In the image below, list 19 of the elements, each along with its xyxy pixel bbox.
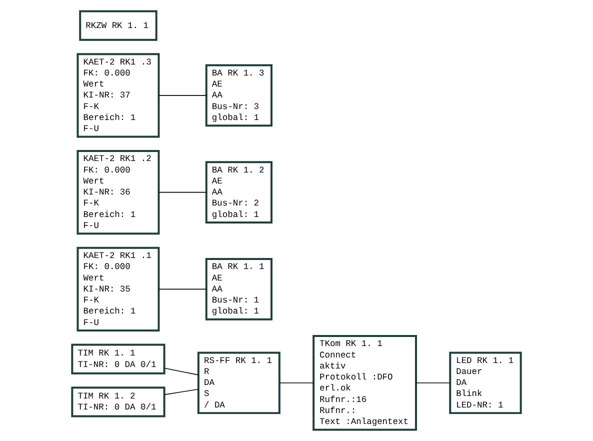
node-box: BA RK 1. 3 AE AA Bus-Nr: 3 global: 1 [205, 64, 272, 127]
node-box: LED RK 1. 1 Dauer DA Blink LED-NR: 1 [449, 352, 522, 414]
node-box: KAET-2 RK1 .2 FK: 0.000 Wert KI-NR: 36 F-K Bereich: 1 F-U [76, 150, 160, 235]
connector [164, 388, 199, 396]
node-box: RS-FF RK 1. 1 R DA S / DA [197, 352, 280, 414]
connector [158, 95, 207, 96]
connector [158, 192, 207, 193]
node-box: BA RK 1. 2 AE AA Bus-Nr: 2 global: 1 [205, 161, 272, 224]
node-box: KAET-2 RK1 .3 FK: 0.000 Wert KI-NR: 37 F-K Bereich: 1 F-U [76, 53, 160, 138]
node-box: KAET-2 RK1 .1 FK: 0.000 Wert KI-NR: 35 F-K Bereich: 1 F-U [76, 246, 160, 332]
node-box: TIM RK 1. 2 TI-NR: 0 DA 0/1 [71, 386, 166, 418]
connector [164, 368, 199, 376]
connector [158, 288, 207, 290]
connector [416, 382, 450, 384]
node-box: TKom RK 1. 1 Connect aktiv Protokoll :DFO erl.ok Rufnr.:16 Rufnr.: Text :Anlagentext [312, 335, 417, 431]
connector [279, 382, 314, 384]
node-box: BA RK 1. 1 AE AA Bus-Nr: 1 global: 1 [205, 258, 272, 320]
node-box: TIM RK 1. 1 TI-NR: 0 DA 0/1 [71, 344, 166, 374]
node-box: RKZW RK 1. 1 [79, 10, 158, 41]
